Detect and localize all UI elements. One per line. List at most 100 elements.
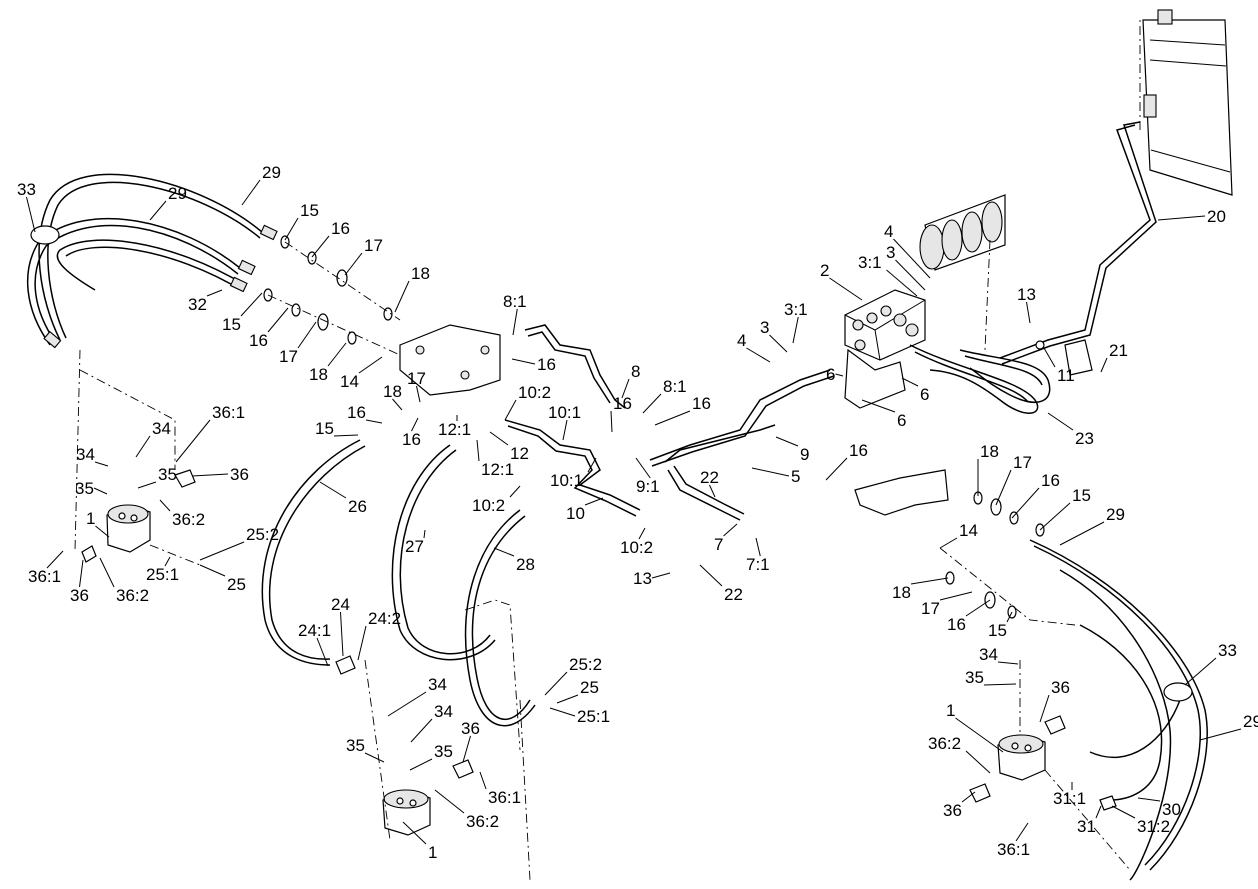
clamp-33: [30, 225, 60, 245]
callout-label: 25:2: [246, 525, 279, 544]
tube-20: [999, 124, 1151, 359]
callout-label: 5: [791, 467, 800, 486]
callout-label: 15: [988, 621, 1007, 640]
callout-leader: [99, 557, 115, 588]
callout-leader: [479, 771, 487, 790]
tube-9: [649, 369, 831, 461]
callout-leader: [961, 791, 976, 803]
callout-leader: [1026, 301, 1031, 324]
callout-leader: [549, 707, 576, 717]
callout-label: 4: [737, 331, 746, 350]
callout-label: 16: [249, 331, 268, 350]
callout-label: 14: [340, 372, 359, 391]
callout-leader: [635, 457, 651, 479]
hose-29-right: [1029, 539, 1208, 871]
callout-label: 31:2: [1137, 817, 1170, 836]
callout-label: 12:1: [481, 460, 514, 479]
callout-leader: [556, 694, 579, 704]
callout-label: 36:1: [28, 567, 61, 586]
callout-label: 17: [279, 347, 298, 366]
callout-label: 8:1: [663, 377, 687, 396]
callout-leader: [983, 683, 1017, 686]
callout-label: 34: [428, 675, 447, 694]
callout-label: 16: [331, 219, 350, 238]
callout-label: 10:2: [518, 383, 551, 402]
callout-leader: [829, 277, 863, 301]
callout-leader: [93, 487, 108, 495]
right-wheel-motor: [997, 734, 1046, 781]
callout-label: 22: [724, 585, 743, 604]
right-bracket: [854, 469, 949, 516]
callout-leader: [746, 347, 771, 363]
bracket-21: [1064, 339, 1093, 376]
callout-leader: [621, 378, 630, 399]
callout-leader: [861, 399, 896, 413]
callout-leader: [199, 564, 226, 577]
callout-label: 35: [346, 736, 365, 755]
callout-label: 9: [800, 445, 809, 464]
callout-label: 21: [1109, 341, 1128, 360]
center-wheel-motor: [382, 789, 431, 836]
callout-label: 14: [959, 521, 978, 540]
hose-28: [464, 509, 536, 727]
callout-label: 4: [884, 222, 893, 241]
callout-leader: [835, 373, 844, 377]
callout-leader: [825, 457, 848, 481]
callout-leader: [206, 289, 223, 297]
callout-leader: [489, 431, 509, 446]
callout-leader: [886, 269, 918, 297]
callout-label: 18: [411, 264, 430, 283]
callout-leader: [610, 410, 613, 433]
callout-label: 8: [631, 362, 640, 381]
callout-leader: [392, 398, 403, 411]
callout-label: 1: [946, 701, 955, 720]
callout-leader: [1137, 797, 1161, 802]
callout-leader: [149, 200, 167, 221]
callout-label: 18: [892, 583, 911, 602]
callout-label: 34: [152, 419, 171, 438]
callout-leader: [638, 527, 646, 540]
callout-label: 36: [1051, 678, 1070, 697]
callout-leader: [1184, 657, 1217, 686]
callout-label: 15: [315, 419, 334, 438]
callout-label: 36:1: [212, 403, 245, 422]
callout-leader: [476, 439, 480, 462]
callout-leader: [364, 752, 385, 763]
callout-label: 36:2: [928, 734, 961, 753]
callout-label: 24:1: [298, 621, 331, 640]
callout-leader: [1015, 822, 1029, 842]
callout-label: 8:1: [503, 292, 527, 311]
callout-leader: [1095, 805, 1102, 819]
callout-label: 36:1: [997, 840, 1030, 859]
callout-leader: [709, 484, 716, 498]
callout-leader: [411, 417, 419, 432]
callout-leader: [792, 316, 799, 344]
callout-label: 20: [1207, 207, 1226, 226]
callout-label: 24: [331, 595, 350, 614]
callout-label: 16: [849, 441, 868, 460]
callout-leader: [79, 559, 84, 588]
clamp-33-right: [1163, 682, 1193, 702]
callout-leader: [137, 481, 157, 489]
hose-32: [56, 239, 246, 291]
callout-label: 29: [1243, 712, 1258, 731]
hose-30: [1079, 624, 1163, 801]
callout-label: 16: [692, 394, 711, 413]
callout-leader: [311, 235, 330, 258]
left-wheel-motor: [106, 504, 151, 553]
callout-label: 15: [1072, 486, 1091, 505]
callout-label: 25: [580, 678, 599, 697]
callout-leader: [511, 358, 536, 365]
callout-label: 35: [434, 742, 453, 761]
callout-leader: [327, 342, 347, 367]
callout-label: 29: [1106, 505, 1125, 524]
callout-leader: [775, 436, 799, 447]
callout-leader: [1059, 521, 1105, 546]
callout-label: 29: [262, 163, 281, 182]
callout-label: 3:1: [858, 253, 882, 272]
callout-leader: [965, 599, 991, 617]
callout-label: 7:1: [746, 555, 770, 574]
callout-label: 10:2: [620, 538, 653, 557]
